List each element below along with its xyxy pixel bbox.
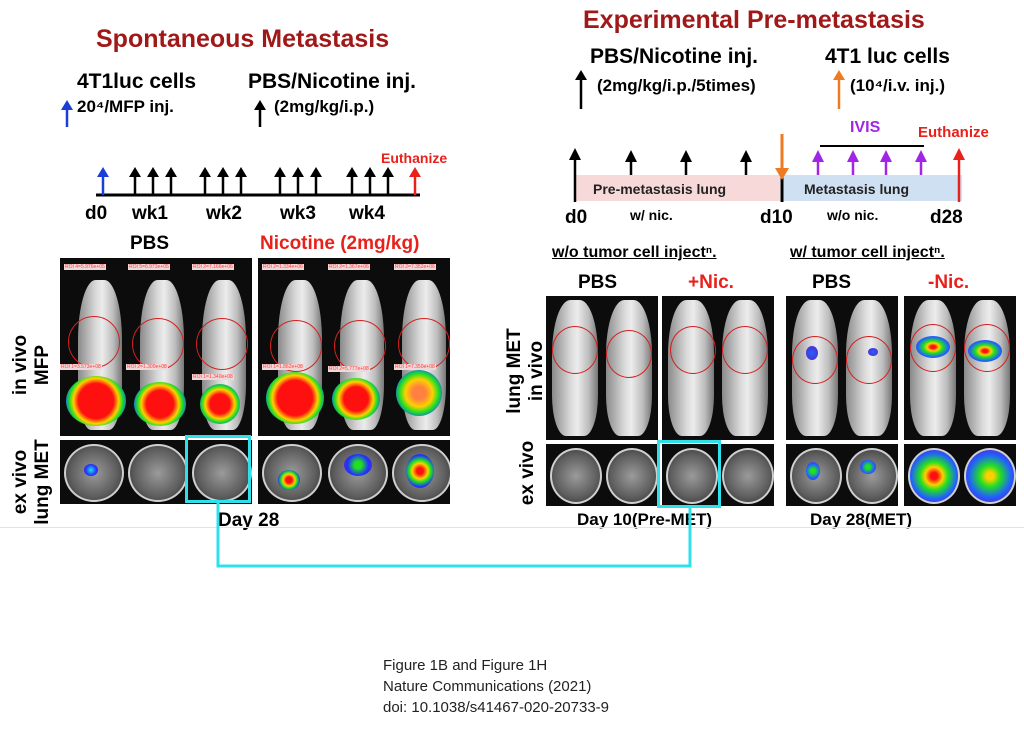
grp-pbs-1: PBS [578,272,618,293]
left-nic-exvivo-panel [258,440,450,504]
right-timeline [569,134,965,202]
inj-label: PBS/Nicotine inj. [248,70,417,93]
tick-wk4: wk4 [349,203,385,224]
divider [0,527,1024,528]
grp-nic-2: -Nic. [928,272,970,293]
right-nic1-invivo-panel [662,296,774,440]
with-inject-label: w/ tumor cell injectⁿ. [790,244,945,261]
left-title: Spontaneous Metastasis [96,25,390,53]
right-pbs1-exvivo-panel [546,444,658,506]
tick-wk1: wk1 [132,203,168,224]
caption-line-2: Nature Communications (2021) [383,678,592,695]
cells-label: 4T1luc cells [77,70,197,93]
tick-d28: d28 [930,207,963,228]
blue-arrow-icon [61,100,73,127]
left-day-label: Day 28 [218,510,280,531]
connector-line [216,502,692,568]
tick-wk3: wk3 [280,203,316,224]
bar-pre-label: Pre-metastasis lung [593,181,727,197]
bar-met-label: Metastasis lung [804,181,910,197]
cells-dose: 20⁴/MFP inj. [77,97,174,116]
black-arrow-icon [575,70,587,109]
left-euthanize: Euthanize [381,150,448,166]
with-nic-label: w/ nic. [630,207,673,223]
caption-line-1: Figure 1B and Figure 1H [383,657,548,674]
caption-line-3: doi: 10.1038/s41467-020-20733-9 [383,699,610,716]
left-nic-invivo-panel: ROI 2=1.334e+06 ROI 2=1.367e+06 ROI 2=7.… [258,258,450,436]
inj-dose: (2mg/kg/i.p.) [274,97,375,116]
day28-label: Day 28(MET) [810,510,913,529]
left-pbs-exvivo-panel [60,440,252,504]
right-cells-label: 4T1 luc cells [825,45,950,68]
right-nic2-invivo-panel [904,296,1016,440]
tick-d10: d10 [760,207,793,228]
grp-pbs-2: PBS [812,272,852,293]
right-nic2-exvivo-panel [904,444,1016,506]
without-inject-label: w/o tumor cell injectⁿ. [552,244,717,261]
grp-nic-1: +Nic. [688,272,734,293]
right-pbs2-invivo-panel [786,296,898,440]
day10-label: Day 10(Pre-MET) [577,510,713,529]
group-nicotine: Nicotine (2mg/kg) [260,233,420,254]
right-euthanize: Euthanize [918,124,989,141]
right-highlight-box [657,440,721,508]
tick-wk2: wk2 [206,203,242,224]
left-timeline [96,167,421,197]
ivis-label: IVIS [850,119,881,136]
right-pbs1-invivo-panel [546,296,658,440]
left-highlight-box [185,435,251,503]
right-inj-label: PBS/Nicotine inj. [590,45,759,68]
right-title: Experimental Pre-metastasis [583,6,925,34]
tick-d0: d0 [85,203,108,224]
timeline-arrow-blue [97,167,109,195]
right-inj-dose: (2mg/kg/i.p./5times) [597,76,756,95]
tick-d0-right: d0 [565,207,588,228]
right-cells-dose: (10⁴/i.v. inj.) [850,76,946,95]
right-pbs2-exvivo-panel [786,444,898,506]
without-nic-label: w/o nic. [827,207,879,223]
group-pbs: PBS [130,233,170,254]
black-arrow-icon [254,100,266,127]
orange-arrow-icon [833,70,845,109]
left-pbs-invivo-panel: ROI 4=5.976e+05 ROI 5=6.973e+05 ROI 2=7.… [60,258,252,436]
